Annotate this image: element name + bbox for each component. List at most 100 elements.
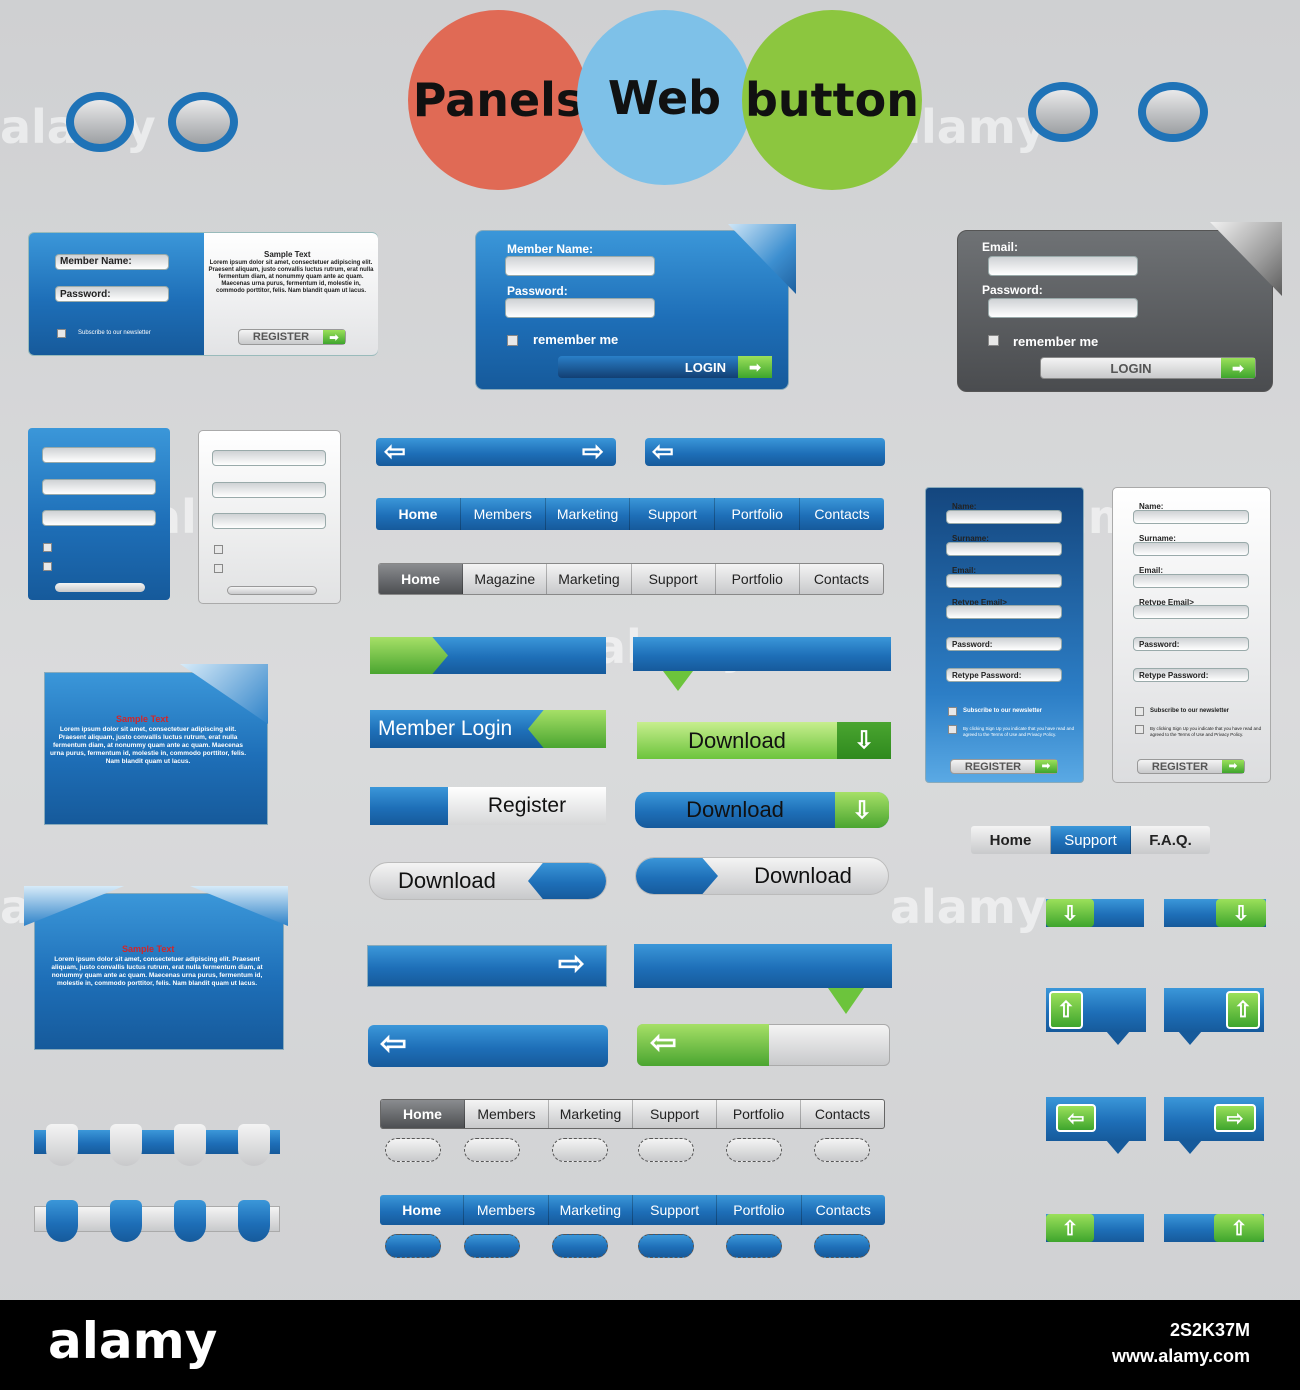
newsletter-checkbox[interactable] <box>948 707 957 716</box>
member-name-field[interactable] <box>55 254 169 270</box>
nav-item-marketing[interactable]: Marketing <box>547 564 632 594</box>
nav-item-home[interactable]: Home <box>376 498 461 530</box>
tab-item[interactable] <box>174 1200 206 1242</box>
hanging-tag[interactable] <box>638 1138 694 1162</box>
tab-item[interactable] <box>110 1124 142 1166</box>
retype-password-field[interactable] <box>1133 668 1249 682</box>
login-button[interactable]: LOGIN ➡ <box>558 356 772 378</box>
register-button[interactable]: Register <box>370 787 606 825</box>
nav-item-contacts[interactable]: Contacts <box>814 506 870 522</box>
nav-item-portfolio[interactable]: Portfolio <box>715 498 801 530</box>
nav-item-marketing[interactable]: Marketing <box>549 1100 633 1128</box>
download-button[interactable]: Download <box>369 862 607 900</box>
arrow-nav-bar[interactable] <box>645 438 885 466</box>
nav-item-marketing[interactable]: Marketing <box>546 498 631 530</box>
register-button[interactable]: REGISTER ➡ <box>950 759 1058 774</box>
text-field[interactable] <box>42 510 156 526</box>
nav-item-support[interactable]: Support <box>633 1195 718 1225</box>
login-button[interactable]: LOGIN ➡ <box>1040 357 1256 379</box>
nav-item-members[interactable]: Members <box>465 1100 549 1128</box>
retype-password-field[interactable] <box>946 668 1062 682</box>
hanging-tag[interactable] <box>464 1234 520 1258</box>
remember-me-checkbox[interactable] <box>507 335 518 346</box>
nav-item-support[interactable]: Support <box>630 498 716 530</box>
checkbox[interactable] <box>43 543 52 552</box>
nav-item-contacts[interactable]: Contacts <box>814 1106 871 1122</box>
member-name-field[interactable] <box>505 256 655 276</box>
nav-item-portfolio[interactable]: Portfolio <box>717 1195 802 1225</box>
nav-item-faq[interactable]: F.A.Q. <box>1131 826 1210 854</box>
nav-item-contacts[interactable]: Contacts <box>813 571 870 587</box>
hanging-tag[interactable] <box>552 1138 608 1162</box>
retype-email-field[interactable] <box>1133 605 1249 619</box>
email-field[interactable] <box>988 256 1138 276</box>
arrow-left-icon[interactable]: ⇦ <box>652 436 674 466</box>
name-field[interactable] <box>946 510 1062 524</box>
submit-button[interactable] <box>55 583 145 592</box>
tab-item[interactable] <box>46 1124 78 1166</box>
surname-field[interactable] <box>946 542 1062 556</box>
nav-item-members[interactable]: Members <box>461 498 546 530</box>
remember-me-checkbox[interactable] <box>988 335 999 346</box>
hanging-tag[interactable] <box>385 1138 441 1162</box>
register-button[interactable]: REGISTER ➡ <box>1137 759 1245 774</box>
hanging-tag[interactable] <box>638 1234 694 1258</box>
newsletter-checkbox[interactable] <box>1135 707 1144 716</box>
surname-field[interactable] <box>1133 542 1249 556</box>
name-field[interactable] <box>1133 510 1249 524</box>
nav-item-portfolio[interactable]: Portfolio <box>716 564 800 594</box>
download-button[interactable]: Download ⇩ <box>635 792 889 828</box>
nav-item-portfolio[interactable]: Portfolio <box>717 1100 801 1128</box>
retype-email-field[interactable] <box>946 605 1062 619</box>
nav-item-home[interactable]: Home <box>380 1195 465 1225</box>
tab-item[interactable] <box>110 1200 142 1242</box>
hanging-tag[interactable] <box>814 1138 870 1162</box>
nav-item-home[interactable]: Home <box>379 564 464 594</box>
hanging-tag[interactable] <box>726 1234 782 1258</box>
hanging-tag[interactable] <box>814 1234 870 1258</box>
checkbox[interactable] <box>214 564 223 573</box>
terms-checkbox[interactable] <box>1135 725 1144 734</box>
password-field[interactable] <box>55 286 169 302</box>
tooltip-bar[interactable] <box>633 637 891 671</box>
email-field[interactable] <box>946 574 1062 588</box>
arrow-nav-bar[interactable] <box>376 438 616 466</box>
nav-item-support[interactable]: Support <box>1051 826 1131 854</box>
nav-item-marketing[interactable]: Marketing <box>549 1195 633 1225</box>
text-field[interactable] <box>42 479 156 495</box>
nav-item-home[interactable]: Home <box>381 1100 465 1128</box>
nav-item-contacts[interactable]: Contacts <box>815 1202 871 1218</box>
password-field[interactable] <box>505 298 655 318</box>
register-button[interactable]: REGISTER ➡ <box>238 329 346 345</box>
text-field[interactable] <box>212 450 326 466</box>
arrow-left-icon[interactable]: ⇦ <box>384 436 406 466</box>
nav-item-support[interactable]: Support <box>632 564 716 594</box>
nav-item-magazine[interactable]: Magazine <box>463 564 548 594</box>
arrow-back-button[interactable] <box>368 1025 608 1067</box>
text-field[interactable] <box>42 447 156 463</box>
nav-item-home[interactable]: Home <box>971 826 1051 854</box>
tab-item[interactable] <box>174 1124 206 1166</box>
submit-button[interactable] <box>227 586 317 595</box>
tab-item[interactable] <box>238 1124 270 1166</box>
password-field[interactable] <box>988 298 1138 318</box>
checkbox[interactable] <box>214 545 223 554</box>
tab-item[interactable] <box>46 1200 78 1242</box>
terms-checkbox[interactable] <box>948 725 957 734</box>
arrow-right-icon[interactable]: ⇨ <box>582 436 604 466</box>
nav-item-support[interactable]: Support <box>633 1100 717 1128</box>
text-field[interactable] <box>212 482 326 498</box>
hanging-tag[interactable] <box>552 1234 608 1258</box>
text-field[interactable] <box>212 513 326 529</box>
password-field[interactable] <box>946 637 1062 651</box>
download-button[interactable]: Download ⇩ <box>637 722 891 759</box>
email-field[interactable] <box>1133 574 1249 588</box>
hanging-tag[interactable] <box>385 1234 441 1258</box>
tab-item[interactable] <box>238 1200 270 1242</box>
checkbox[interactable] <box>43 562 52 571</box>
download-button[interactable]: Download <box>635 857 889 895</box>
tooltip-bar[interactable] <box>634 944 892 988</box>
newsletter-checkbox[interactable] <box>57 329 66 338</box>
arrow-next-button[interactable] <box>367 945 607 987</box>
hanging-tag[interactable] <box>464 1138 520 1162</box>
